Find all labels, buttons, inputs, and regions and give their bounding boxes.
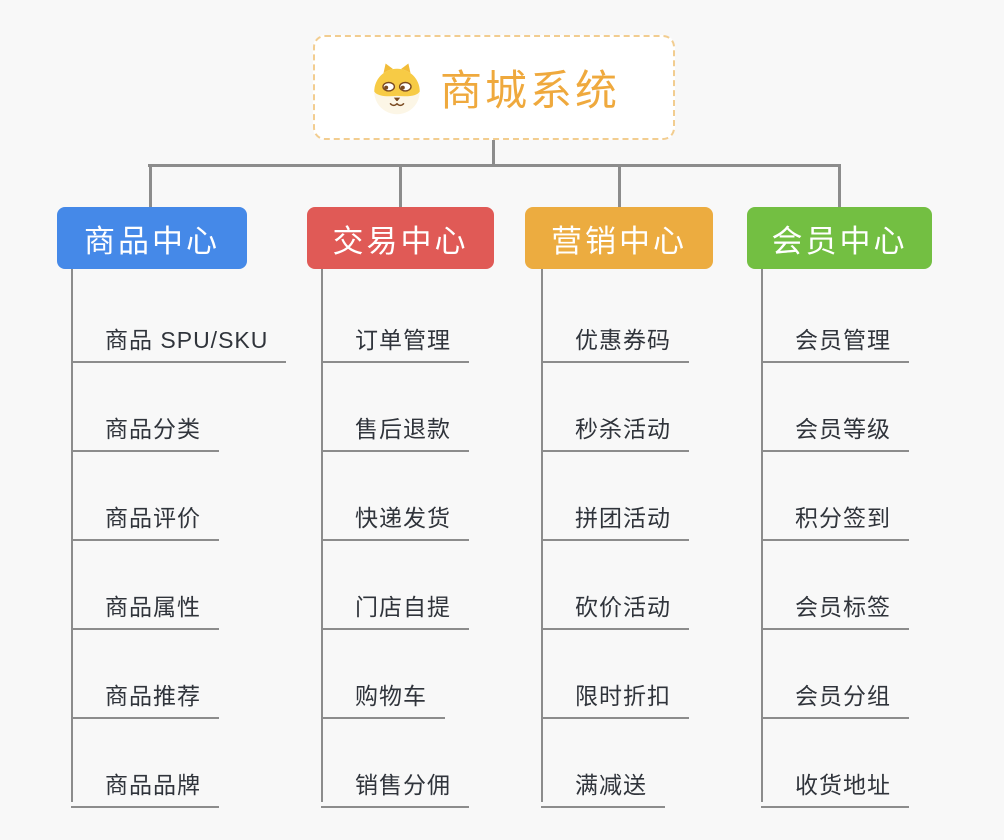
branch-header[interactable]: 营销中心 — [525, 207, 713, 269]
branch-header[interactable]: 会员中心 — [747, 207, 932, 269]
connector-horizontal-bar — [148, 164, 841, 167]
leaf-item[interactable]: 商品品牌 — [71, 760, 219, 808]
leaf-item[interactable]: 秒杀活动 — [541, 404, 689, 452]
dog-face-icon — [368, 60, 426, 116]
leaf-item[interactable]: 积分签到 — [761, 493, 909, 541]
connector-branch-drop — [618, 164, 621, 207]
leaf-item[interactable]: 商品 SPU/SKU — [71, 315, 287, 363]
connector-branch-drop — [149, 164, 152, 207]
leaf-item[interactable]: 商品推荐 — [71, 671, 219, 719]
root-node[interactable]: 商城系统 — [313, 35, 675, 140]
leaf-item[interactable]: 商品分类 — [71, 404, 219, 452]
leaf-item[interactable]: 优惠券码 — [541, 315, 689, 363]
leaf-item[interactable]: 购物车 — [321, 671, 445, 719]
leaf-item[interactable]: 砍价活动 — [541, 582, 689, 630]
connector-root-stem — [492, 140, 495, 165]
leaf-item[interactable]: 售后退款 — [321, 404, 469, 452]
leaf-item[interactable]: 门店自提 — [321, 582, 469, 630]
leaf-item[interactable]: 拼团活动 — [541, 493, 689, 541]
connector-branch-spine — [761, 269, 763, 802]
connector-branch-spine — [541, 269, 543, 802]
leaf-item[interactable]: 快递发货 — [321, 493, 469, 541]
branch-header[interactable]: 交易中心 — [307, 207, 494, 269]
leaf-item[interactable]: 会员管理 — [761, 315, 909, 363]
leaf-item[interactable]: 商品评价 — [71, 493, 219, 541]
leaf-item[interactable]: 收货地址 — [761, 760, 909, 808]
connector-branch-spine — [71, 269, 73, 802]
leaf-item[interactable]: 会员等级 — [761, 404, 909, 452]
branch-header[interactable]: 商品中心 — [57, 207, 247, 269]
leaf-item[interactable]: 销售分佣 — [321, 760, 469, 808]
connector-branch-drop — [838, 164, 841, 207]
leaf-item[interactable]: 满减送 — [541, 760, 665, 808]
connector-branch-spine — [321, 269, 323, 802]
leaf-item[interactable]: 限时折扣 — [541, 671, 689, 719]
leaf-item[interactable]: 会员分组 — [761, 671, 909, 719]
connector-branch-drop — [399, 164, 402, 207]
leaf-item[interactable]: 商品属性 — [71, 582, 219, 630]
leaf-item[interactable]: 会员标签 — [761, 582, 909, 630]
leaf-item[interactable]: 订单管理 — [321, 315, 469, 363]
root-title: 商城系统 — [439, 67, 620, 114]
